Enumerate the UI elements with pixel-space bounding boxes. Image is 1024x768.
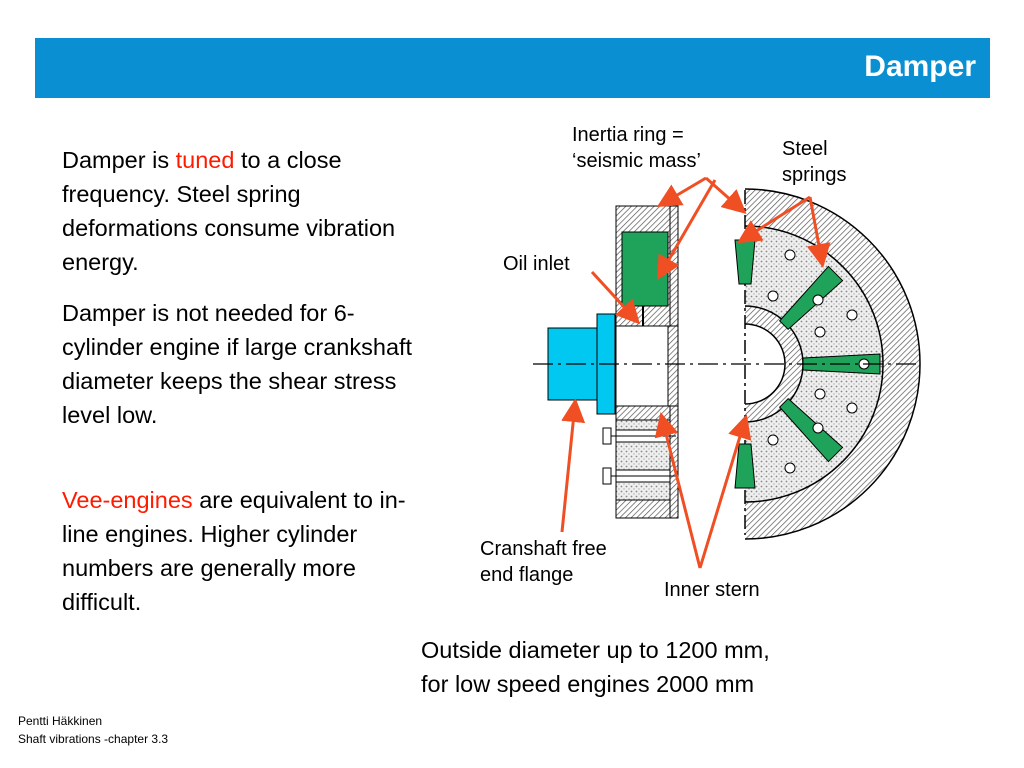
paragraph-tuned: Damper is tuned to a close frequency. St… bbox=[62, 143, 417, 279]
p3-after: are equivalent to in-line engines. Highe… bbox=[62, 487, 406, 615]
bolt-holes bbox=[767, 249, 870, 474]
title-banner: Damper bbox=[35, 38, 990, 98]
footer-author: Pentti Häkkinen bbox=[18, 714, 103, 728]
label-oil-inlet: Oil inlet bbox=[503, 253, 570, 275]
paragraph-vee-engines: Vee-engines are equivalent to in-line en… bbox=[62, 483, 417, 619]
damper-cross-section bbox=[547, 205, 679, 519]
p3-highlight: Vee-engines bbox=[62, 487, 193, 513]
p1-highlight: tuned bbox=[175, 147, 235, 173]
page-title: Damper bbox=[864, 50, 976, 83]
label-steel-springs: Steel springs bbox=[782, 138, 847, 186]
callout-arrows bbox=[560, 176, 831, 569]
inertia-ring-section bbox=[621, 231, 669, 307]
footer-course: Shaft vibrations -chapter 3.3 bbox=[18, 732, 169, 746]
paragraph-six-cylinder: Damper is not needed for 6-cylinder engi… bbox=[62, 300, 413, 428]
diameter-caption: Outside diameter up to 1200 mm, for low … bbox=[421, 637, 770, 697]
steel-springs bbox=[734, 239, 881, 489]
label-crankshaft-flange: Cranshaft free end flange bbox=[480, 538, 607, 586]
label-inertia-ring: Inertia ring = ‘seismic mass’ bbox=[572, 124, 701, 172]
label-inner-stern: Inner stern bbox=[664, 579, 760, 601]
p1-after: to a close frequency. Steel spring defor… bbox=[62, 147, 396, 275]
p1-before: Damper is bbox=[62, 147, 176, 173]
